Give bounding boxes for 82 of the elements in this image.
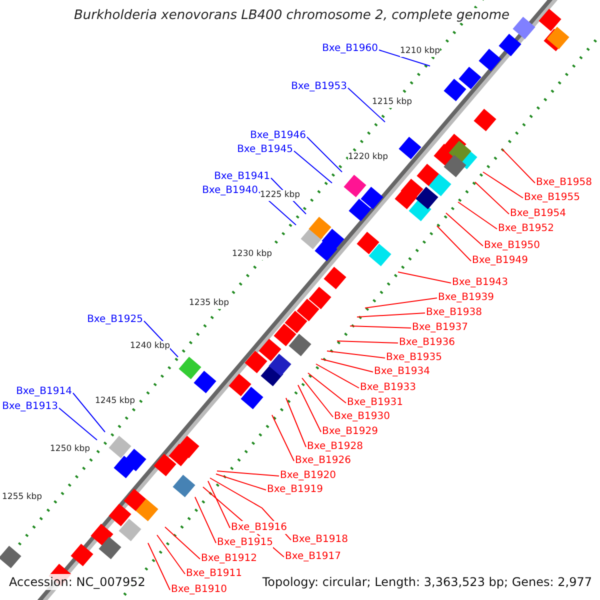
leader-line [350,326,412,328]
leader-line [436,226,472,262]
leader-line [164,526,200,560]
leader-line [216,470,280,476]
gene-label: Bxe_B1910 [171,583,227,596]
gene-label: Bxe_B1925 [87,313,143,326]
gene-label: Bxe_B1950 [484,239,540,252]
gene-label: Bxe_B1935 [386,351,442,364]
gene-label: Bxe_B1939 [438,291,494,304]
leader-line [482,172,524,198]
leader-line [326,350,386,358]
scale-label: 1255 kbp [2,492,42,503]
gene-label: Bxe_B1914 [16,385,72,398]
gene-label: Bxe_B1934 [374,365,430,378]
leader-line [286,398,306,448]
scale-label: 1225 kbp [260,190,300,201]
gene-label: Bxe_B1912 [201,552,257,565]
leader-line [272,414,294,462]
leader-line [72,392,106,432]
leader-line [364,298,438,308]
gene-label: Bxe_B1937 [412,321,468,334]
gene-label: Bxe_B1929 [322,425,378,438]
leader-line [216,474,266,490]
gene-label: Bxe_B1960 [322,42,378,55]
leader-line [294,150,332,184]
gene-label: Bxe_B1941 [214,170,270,183]
gene-label: Bxe_B1949 [472,254,528,267]
gene-label: Bxe_B1952 [498,222,554,235]
scale-label: 1235 kbp [189,298,230,309]
gene-label: Bxe_B1913 [2,400,58,413]
gene-label: Bxe_B1930 [334,410,390,423]
gene-label: Bxe_B1945 [237,143,293,156]
gene-label: Bxe_B1936 [399,336,455,349]
gene-label: Bxe_B1940 [202,184,258,197]
gene-label: Bxe_B1926 [295,454,351,467]
gene-label: Bxe_B1919 [267,483,323,496]
leader-line [298,384,322,432]
leader-line [356,312,426,318]
leader-line [336,340,398,344]
leader-line [156,534,186,574]
leader-line [446,212,484,246]
gene-label: Bxe_B1953 [291,80,347,93]
gene-label: Bxe_B1928 [307,440,363,453]
leader-line [58,408,98,440]
scale-label: 1215 kbp [372,97,412,108]
gene-label: Bxe_B1954 [510,207,566,220]
scale-label: 1220 kbp [348,152,388,163]
leader-line [308,372,346,404]
scale-label: 1240 kbp [130,341,170,352]
info-text: Topology: circular; Length: 3,363,523 bp; Genes: 2,977 [260,574,594,590]
gene-label: Bxe_B1955 [524,191,580,204]
leader-line [148,542,170,590]
scale-label: 1210 kbp [400,46,440,57]
gene-label: Bxe_B1918 [292,533,348,546]
leader-line [474,182,510,214]
gene-label: Bxe_B1915 [217,536,273,549]
gene-label: Bxe_B1931 [347,396,403,409]
gene-label: Bxe_B1916 [231,521,287,534]
info-text: Accession: NC_007952 [7,574,148,590]
leader-line [306,136,342,172]
leader-line [458,202,498,230]
leader-line [194,496,216,544]
scale-label: 1230 kbp [232,249,272,260]
leader-line [348,88,386,122]
gene-label: Bxe_B1911 [186,567,242,580]
leader-line [302,378,334,418]
leader-line [502,148,536,184]
gene-label: Bxe_B1920 [280,469,336,482]
gene-label: Bxe_B1958 [536,176,592,189]
gene-label: Bxe_B1938 [426,306,482,319]
gene-label: Bxe_B1933 [360,381,416,394]
leader-line [208,480,230,528]
leader-line [398,272,452,284]
scale-label: 1245 kbp [95,396,136,407]
leader-line [316,364,360,388]
gene-label: Bxe_B1946 [250,129,306,142]
gene-label: Bxe_B1917 [285,550,341,563]
gene-label: Bxe_B1943 [452,276,508,289]
scale-label: 1250 kbp [50,444,90,455]
leader-line [320,358,374,372]
leader-line [378,50,430,66]
title: Burkholderia xenovorans LB400 chromosome 2, complete genome [72,8,512,23]
